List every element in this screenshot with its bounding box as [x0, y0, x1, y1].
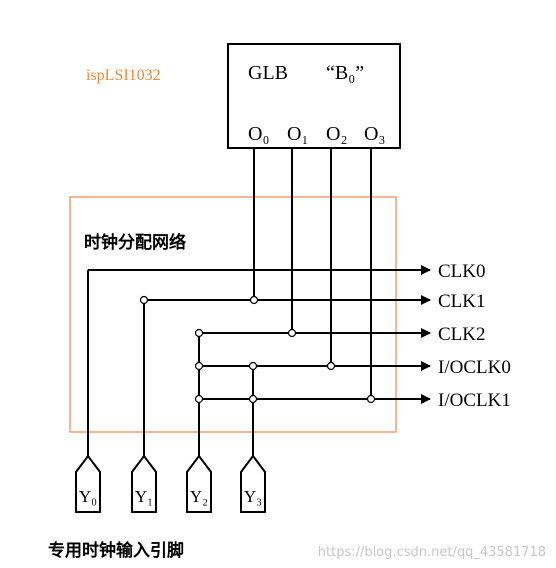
glb-output-2: O₂	[326, 123, 347, 145]
glb-box	[227, 43, 401, 149]
input-label-y3: Y₃	[244, 487, 262, 506]
junction-o1-clk2	[287, 328, 297, 338]
input-pin-y3: Y₃	[240, 454, 266, 513]
clock-network-title: 时钟分配网络	[84, 232, 186, 253]
glb-output-0: O₀	[248, 123, 269, 145]
junction-o0-clk1	[249, 295, 259, 305]
glb-output-1: O₁	[287, 123, 308, 145]
inputs-caption: 专用时钟输入引脚	[48, 540, 184, 561]
glb-name: GLB	[248, 62, 288, 84]
pin-shape-y3	[240, 454, 266, 513]
input-label-y1: Y₁	[135, 487, 153, 506]
junction-y3-ioclk1	[248, 394, 258, 404]
output-label-ioclk1: I/OCLK1	[438, 390, 511, 411]
junction-o2-ioclk0	[326, 361, 336, 371]
clock-network-frame	[69, 196, 397, 433]
output-label-clk1: CLK1	[438, 291, 486, 312]
junction-y2-ioclk1	[194, 394, 204, 404]
junction-y2-clk2	[194, 328, 204, 338]
input-label-y2: Y₂	[190, 487, 208, 506]
junctions	[139, 295, 376, 404]
output-label-clk2: CLK2	[438, 324, 486, 345]
pin-shape-y2	[186, 454, 212, 513]
input-pin-y0: Y₀	[75, 454, 101, 513]
input-label-y0: Y₀	[79, 487, 97, 506]
pin-shape-y1	[131, 454, 157, 513]
junction-y2-ioclk0	[194, 361, 204, 371]
chip-label: ispLSI1032	[86, 67, 161, 84]
output-label-ioclk0: I/OCLK0	[438, 357, 511, 378]
glb-block-id: “B₀”	[326, 62, 364, 84]
input-pin-y2: Y₂	[186, 454, 212, 513]
glb-output-3: O₃	[364, 123, 385, 145]
pin-shape-y0	[75, 454, 101, 513]
output-label-clk0: CLK0	[438, 261, 486, 282]
junction-o3-ioclk1	[366, 394, 376, 404]
watermark: https://blog.csdn.net/qq_43581718	[318, 545, 546, 560]
junction-y3-ioclk0	[248, 361, 258, 371]
input-pin-y1: Y₁	[131, 454, 157, 513]
junction-y1-clk1	[139, 295, 149, 305]
glb-block: GLB “B₀” O₀ O₁ O₂ O₃	[227, 43, 401, 149]
